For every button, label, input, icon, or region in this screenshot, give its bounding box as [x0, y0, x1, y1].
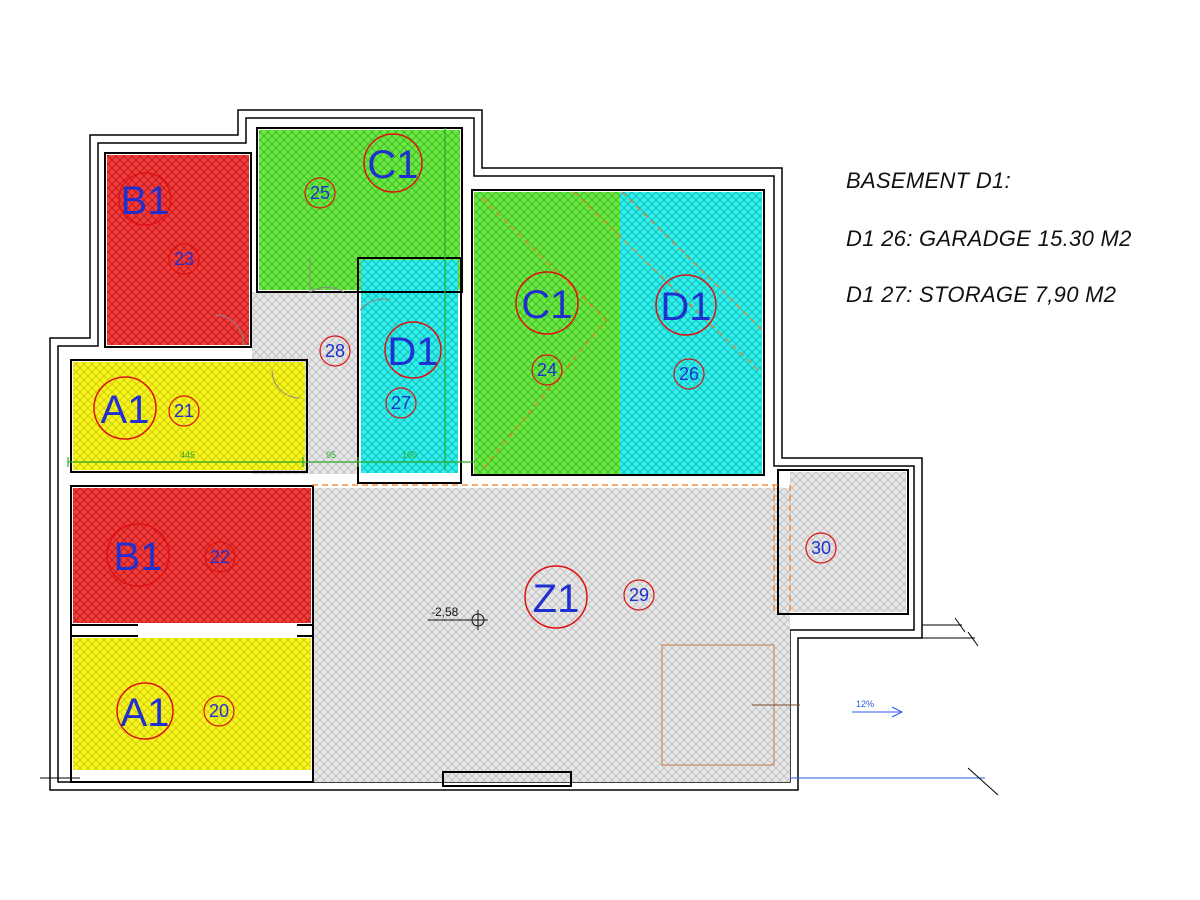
room-number-27: 27 [391, 393, 411, 413]
room-c1-24 [474, 192, 620, 474]
room-a1-20 [73, 638, 311, 770]
room-code-d1-27: D1 [387, 330, 438, 374]
room-b1-22 [73, 488, 311, 623]
room-code-d1-26: D1 [660, 285, 711, 329]
interior-walls [70, 127, 909, 787]
room-number-24: 24 [537, 360, 557, 380]
dimension-lines [67, 128, 475, 470]
room-z1-29 [312, 488, 790, 782]
room-number-30: 30 [811, 538, 831, 558]
room-code-a1-21: A1 [101, 388, 150, 432]
outside-lines [40, 617, 999, 796]
room-b1-23 [107, 155, 249, 345]
doors [214, 258, 391, 399]
room-number-22: 22 [210, 547, 230, 567]
slope-text: 12% [856, 699, 874, 709]
room-code-circles [93, 133, 717, 740]
room-code-b1-22: B1 [114, 535, 163, 579]
room-number-26: 26 [679, 364, 699, 384]
legend-title: BASEMENT D1: [846, 168, 1011, 193]
room-number-21: 21 [174, 401, 194, 421]
dimension-label-445: 445 [180, 450, 195, 460]
room-number-20: 20 [209, 701, 229, 721]
dimension-label-95: 95 [326, 450, 336, 460]
room-code-a1-20: A1 [121, 691, 170, 735]
room-d1-26 [620, 192, 762, 474]
room-number-circles [168, 177, 837, 727]
room-code-c1-24: C1 [521, 283, 572, 327]
room-d1-27 [361, 260, 458, 473]
room-code-c1-25: C1 [367, 143, 418, 187]
room-number-29: 29 [629, 585, 649, 605]
room-number-25: 25 [310, 183, 330, 203]
legend-line-storage: D1 27: STORAGE 7,90 M2 [846, 282, 1117, 307]
level-mark-text: -2,58 [431, 605, 459, 619]
room-code-z1-29: Z1 [533, 577, 580, 621]
room-number-28: 28 [325, 341, 345, 361]
room-code-b1-23: B1 [121, 179, 170, 223]
slope-arrow-head [891, 706, 904, 718]
outer-wall-line [49, 109, 923, 791]
dashed-guides [312, 191, 791, 612]
dimension-label-160: 160 [402, 450, 417, 460]
legend-line-garage: D1 26: GARADGE 15.30 M2 [846, 226, 1132, 251]
room-30 [790, 472, 906, 612]
room-number-23: 23 [174, 249, 194, 269]
